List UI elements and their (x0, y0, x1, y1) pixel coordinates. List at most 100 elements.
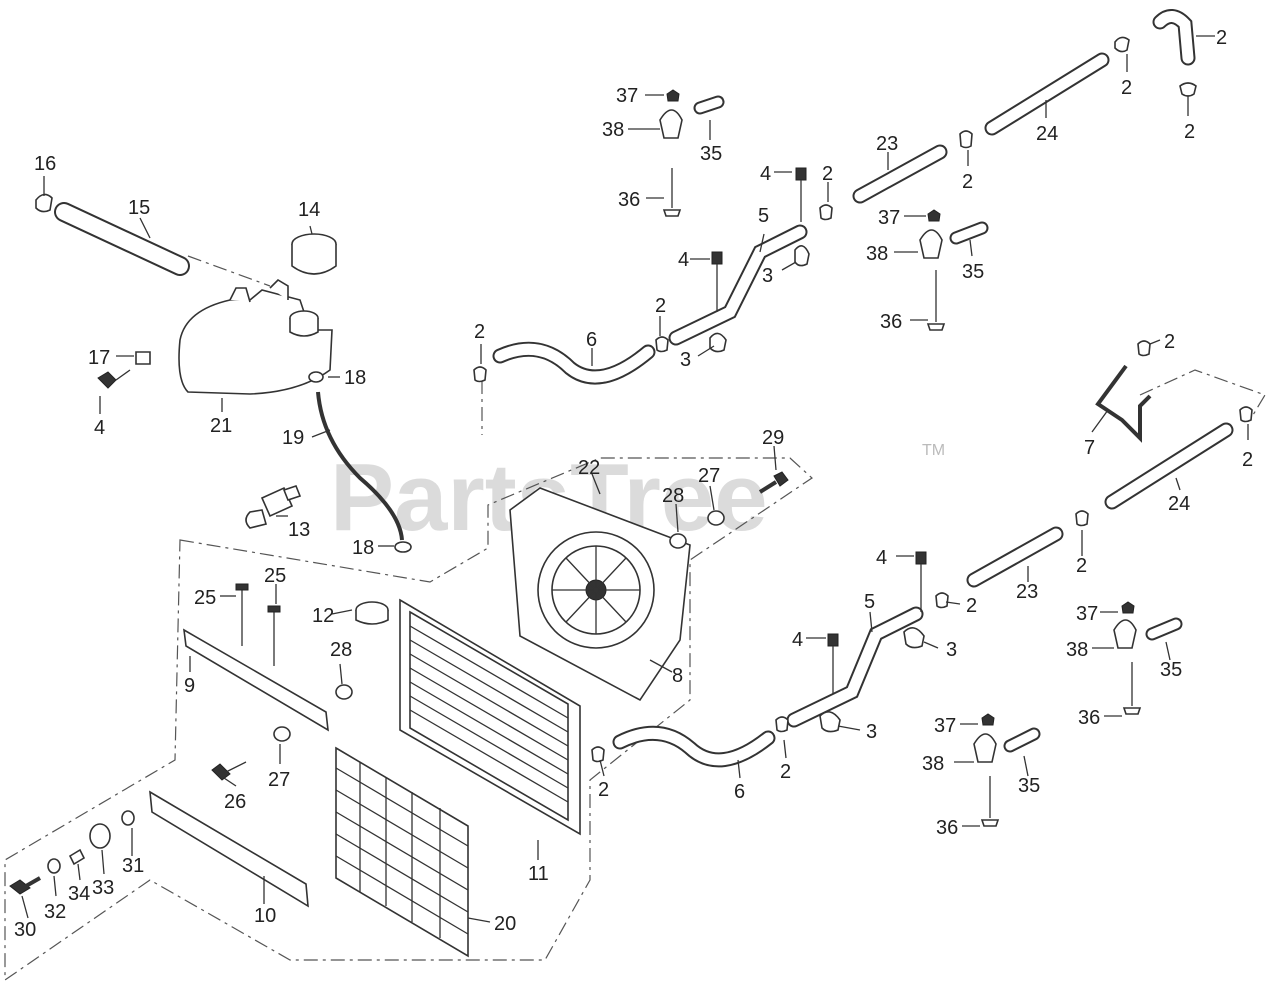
clamp-assembly-bottom (973, 713, 1041, 827)
callout-label: 6 (586, 329, 597, 351)
callout-label: 3 (680, 349, 691, 371)
callout-label: 9 (184, 675, 195, 697)
callout-label: 24 (1036, 123, 1058, 145)
callout-label: 37 (616, 85, 638, 107)
overflow-tube-19 (308, 371, 412, 553)
callout-label: 3 (946, 639, 957, 661)
callout-label: 36 (880, 311, 902, 333)
callout-label: 6 (734, 781, 745, 803)
pipe-24-lower (1075, 422, 1234, 527)
pipe-7-bracket (1095, 340, 1253, 443)
mounting-bracket-9 (183, 583, 353, 732)
callout-label: 28 (662, 485, 684, 507)
reservoir-cap-14 (291, 233, 337, 275)
callout-label: 2 (780, 761, 791, 783)
callout-label: 28 (330, 639, 352, 661)
elbow-hose-top-right (1114, 9, 1197, 97)
callout-label: 26 (224, 791, 246, 813)
callout-label: 16 (34, 153, 56, 175)
callout-label: 2 (1164, 331, 1175, 353)
callout-label: 35 (1018, 775, 1040, 797)
callout-label: 25 (194, 587, 216, 609)
callout-label: 36 (1078, 707, 1100, 729)
callout-label: 2 (598, 779, 609, 801)
callout-label: 27 (698, 465, 720, 487)
callout-label: 2 (474, 321, 485, 343)
callout-label: 10 (254, 905, 276, 927)
callout-label: 30 (14, 919, 36, 941)
callout-label: 36 (618, 189, 640, 211)
callout-label: 13 (288, 519, 310, 541)
callout-label: 24 (1168, 493, 1190, 515)
callout-label: 2 (962, 171, 973, 193)
callout-label: 36 (936, 817, 958, 839)
callout-label: 22 (578, 457, 600, 479)
callout-label: 20 (494, 913, 516, 935)
overflow-hose-15 (35, 193, 190, 276)
fan-shroud-22 (509, 487, 691, 702)
callout-label: 19 (282, 427, 304, 449)
callout-label: 2 (1121, 77, 1132, 99)
callout-label: 2 (655, 295, 666, 317)
clamp-assembly-mid-right (1113, 601, 1183, 715)
hose-23-upper (819, 144, 948, 221)
callout-label: 18 (344, 367, 366, 389)
clamp-assembly-top-right (919, 209, 989, 331)
callout-label: 23 (1016, 581, 1038, 603)
callout-label: 2 (966, 595, 977, 617)
callout-label: 35 (962, 261, 984, 283)
callout-label: 37 (878, 207, 900, 229)
callout-label: 7 (1084, 437, 1095, 459)
callout-label: 35 (1160, 659, 1182, 681)
callout-label: 15 (128, 197, 150, 219)
clamp-assembly-top-left (659, 89, 725, 217)
callout-label: 18 (352, 537, 374, 559)
callout-label: 38 (1066, 639, 1088, 661)
watermark-trademark: TM (922, 442, 945, 459)
pipe-5-lower (775, 551, 927, 733)
callout-label: 37 (934, 715, 956, 737)
callout-labels: 2 2 37 38 35 36 16 15 14 17 4 21 18 19 1… (14, 27, 1253, 941)
callout-label: 23 (876, 133, 898, 155)
callout-label: 27 (268, 769, 290, 791)
callout-label: 37 (1076, 603, 1098, 625)
callout-label: 2 (822, 163, 833, 185)
callout-label: 4 (760, 163, 771, 185)
callout-label: 4 (678, 249, 689, 271)
callout-label: 14 (298, 199, 320, 221)
hose-6-lower (591, 725, 776, 768)
pipe-5-upper (655, 167, 810, 353)
callout-label: 33 (92, 877, 114, 899)
radiator-grille-20 (335, 746, 469, 958)
callout-label: 35 (700, 143, 722, 165)
hose-23-lower (935, 526, 1064, 609)
callout-label: 29 (762, 427, 784, 449)
callout-label: 4 (876, 547, 887, 569)
callout-label: 3 (762, 265, 773, 287)
callout-label: 11 (528, 863, 549, 885)
callout-label: 38 (602, 119, 624, 141)
callout-label: 12 (312, 605, 334, 627)
fan-motor-hardware (9, 810, 135, 895)
callout-label: 2 (1076, 555, 1087, 577)
fan-fasteners (669, 471, 789, 549)
radiator-11 (355, 598, 581, 836)
reservoir-tank-21 (97, 278, 333, 395)
callout-leader-lines (21, 35, 1249, 923)
callout-label: 8 (672, 665, 683, 687)
callout-label: 34 (68, 883, 90, 905)
callout-label: 2 (1242, 449, 1253, 471)
callout-label: 31 (122, 855, 144, 877)
callout-label: 2 (1184, 121, 1195, 143)
callout-label: 17 (88, 347, 110, 369)
mounting-bracket-10 (149, 726, 309, 908)
temperature-sensor-13 (245, 485, 302, 529)
callout-label: 3 (866, 721, 877, 743)
callout-label: 25 (264, 565, 286, 587)
callout-label: 2 (1216, 27, 1227, 49)
callout-label: 4 (94, 417, 105, 439)
callout-label: 38 (866, 243, 888, 265)
callout-label: 5 (758, 205, 769, 227)
callout-label: 21 (210, 415, 232, 437)
